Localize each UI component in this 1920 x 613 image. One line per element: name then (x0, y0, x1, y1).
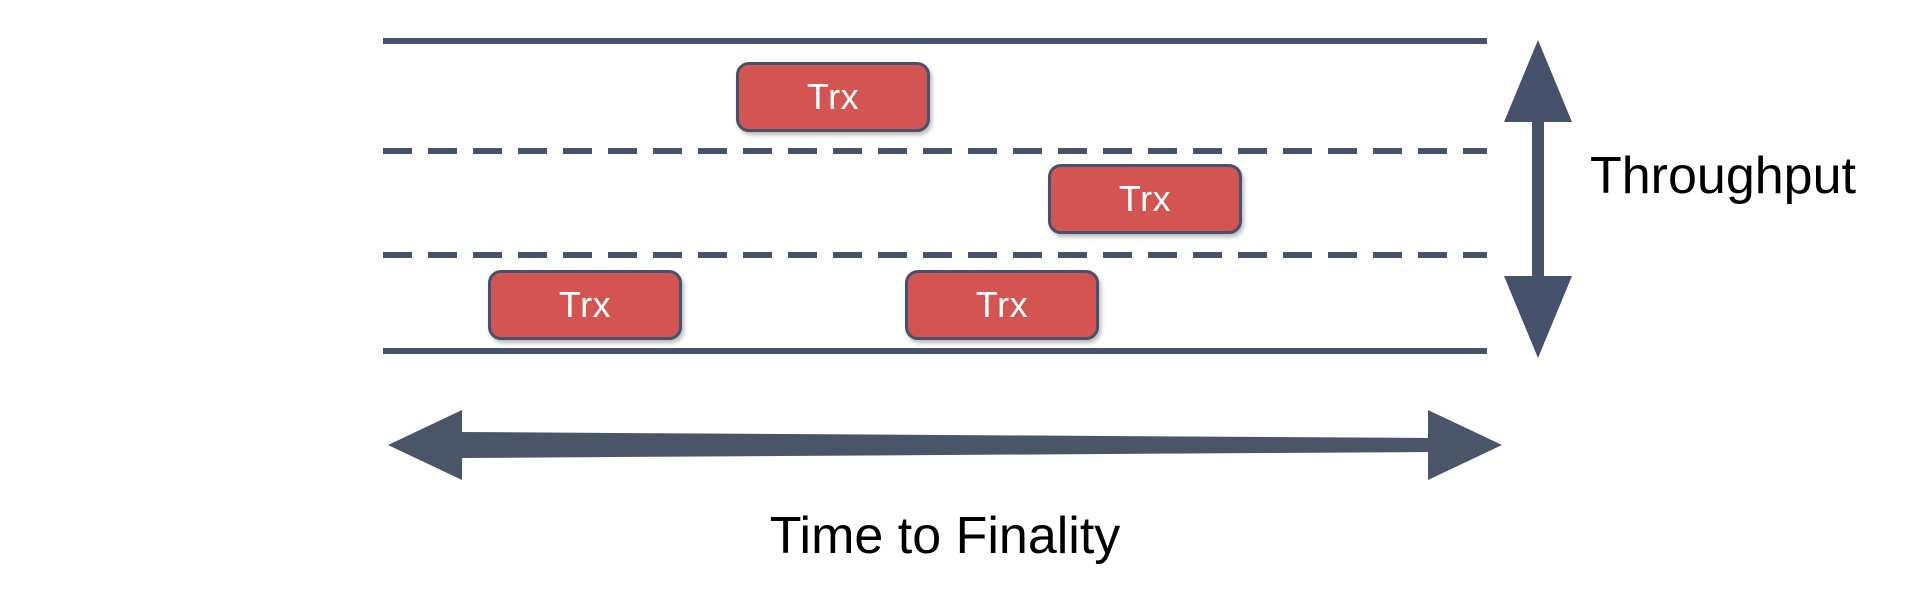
transaction-box-1[interactable]: Trx (736, 62, 930, 132)
transaction-label: Trx (1118, 178, 1172, 219)
throughput-axis-arrow-icon (1504, 40, 1572, 358)
lane-line-lower-dashed (383, 252, 1487, 258)
transaction-box-3[interactable]: Trx (488, 270, 682, 340)
transaction-label: Trx (806, 76, 860, 117)
lane-line-bottom-solid (383, 348, 1487, 354)
throughput-axis-label: Throughput (1590, 147, 1856, 205)
transaction-label: Trx (558, 284, 612, 325)
time-to-finality-axis-label: Time to Finality (769, 507, 1121, 565)
transaction-label: Trx (975, 284, 1029, 325)
lane-line-top-solid (383, 38, 1487, 44)
transaction-box-2[interactable]: Trx (1048, 164, 1242, 234)
lane-line-upper-dashed (383, 148, 1487, 154)
transaction-box-4[interactable]: Trx (905, 270, 1099, 340)
time-axis-arrow-icon (388, 410, 1502, 480)
